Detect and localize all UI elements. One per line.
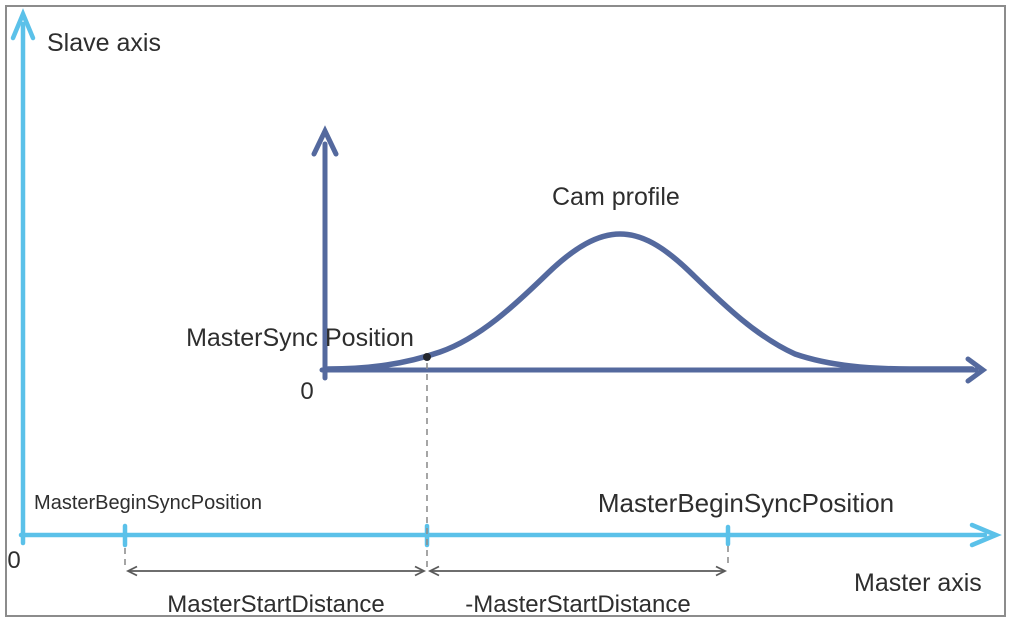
- cam-horizontal-axis-arrow-icon: [965, 356, 988, 384]
- cam-profile-curve: [325, 231, 975, 372]
- master-axis-label: Master axis: [854, 569, 982, 597]
- cam-profile-label: Cam profile: [552, 183, 680, 211]
- dashed-guides: [124, 363, 729, 567]
- arrowhead-left-icon: [125, 565, 138, 577]
- cam-vertical-axis-arrow-icon: [311, 125, 339, 157]
- master-sync-position-dot: [423, 353, 431, 361]
- master-begin-sync-position-left-label: MasterBeginSyncPosition: [34, 492, 262, 514]
- arrowhead-right-icon: [414, 565, 427, 577]
- neg-master-start-distance-label: -MasterStartDistance: [465, 591, 691, 618]
- distance-arrows: [125, 565, 728, 577]
- cam-origin-label: 0: [300, 378, 314, 405]
- slave-axis-label: Slave axis: [47, 29, 161, 57]
- slave-axis-arrow-icon: [10, 8, 36, 41]
- arrowhead-left-icon: [427, 565, 440, 577]
- master-sync-position-label: MasterSync Position: [186, 324, 414, 352]
- master-begin-sync-position-right-label: MasterBeginSyncPosition: [597, 488, 895, 518]
- master-axis-origin-label: 0: [7, 547, 21, 574]
- master-axis-arrow-icon: [969, 522, 1002, 548]
- arrowhead-right-icon: [715, 565, 728, 577]
- slave-axis-line: [10, 8, 36, 546]
- master-start-distance-label: MasterStartDistance: [167, 591, 385, 618]
